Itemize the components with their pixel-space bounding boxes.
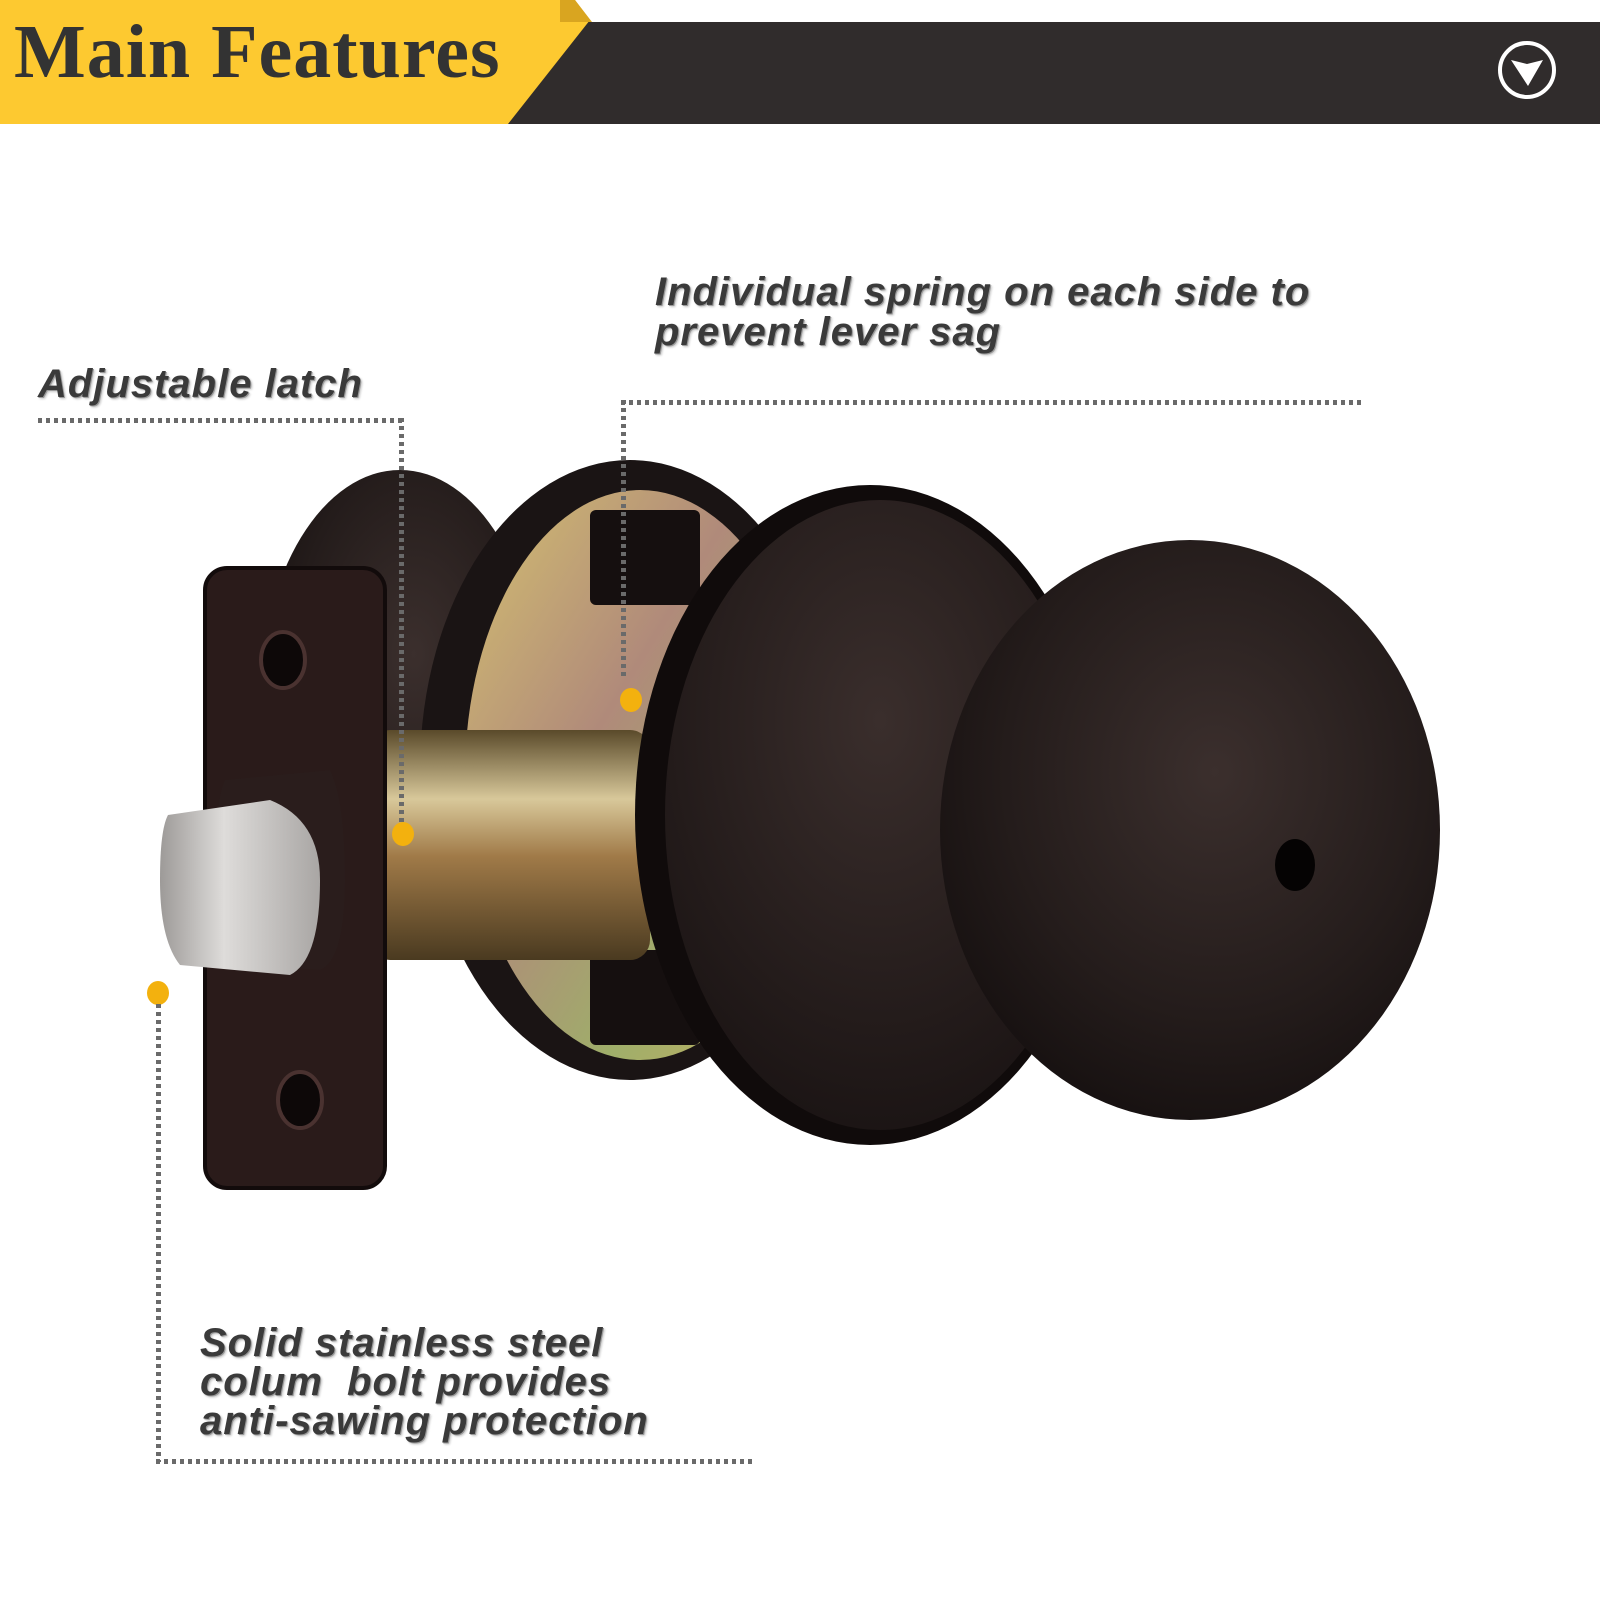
callout-bolt-line-1: Solid stainless steel: [200, 1321, 604, 1365]
callout-bolt: Solid stainless steel colum bolt provide…: [200, 1321, 649, 1443]
callout-bolt-leader-vertical: [156, 1004, 161, 1462]
header-title-banner: [0, 0, 590, 124]
callout-latch-line-1: Adjustable latch: [38, 362, 363, 406]
callout-bolt-marker: [147, 981, 169, 1005]
callout-latch-leader-vertical: [399, 418, 404, 823]
callout-spring-line-2: prevent lever sag: [655, 310, 1002, 354]
chevron-down-circle-icon[interactable]: [1497, 40, 1557, 100]
callout-latch-marker: [392, 822, 414, 846]
callout-bolt-leader-horizontal: [156, 1459, 756, 1464]
page-title: Main Features: [14, 10, 501, 94]
callout-latch-leader-horizontal: [38, 418, 402, 423]
callout-spring-leader-horizontal: [621, 400, 1363, 405]
callout-latch: Adjustable latch: [38, 364, 363, 404]
callout-bolt-line-3: anti-sawing protection: [200, 1399, 649, 1443]
callout-spring-line-1: Individual spring on each side to: [655, 270, 1311, 314]
callout-spring-leader-vertical: [621, 400, 626, 680]
callout-bolt-line-2: colum bolt provides: [200, 1360, 612, 1404]
callout-spring-marker: [620, 688, 642, 712]
callout-spring: Individual spring on each side to preven…: [655, 272, 1310, 352]
